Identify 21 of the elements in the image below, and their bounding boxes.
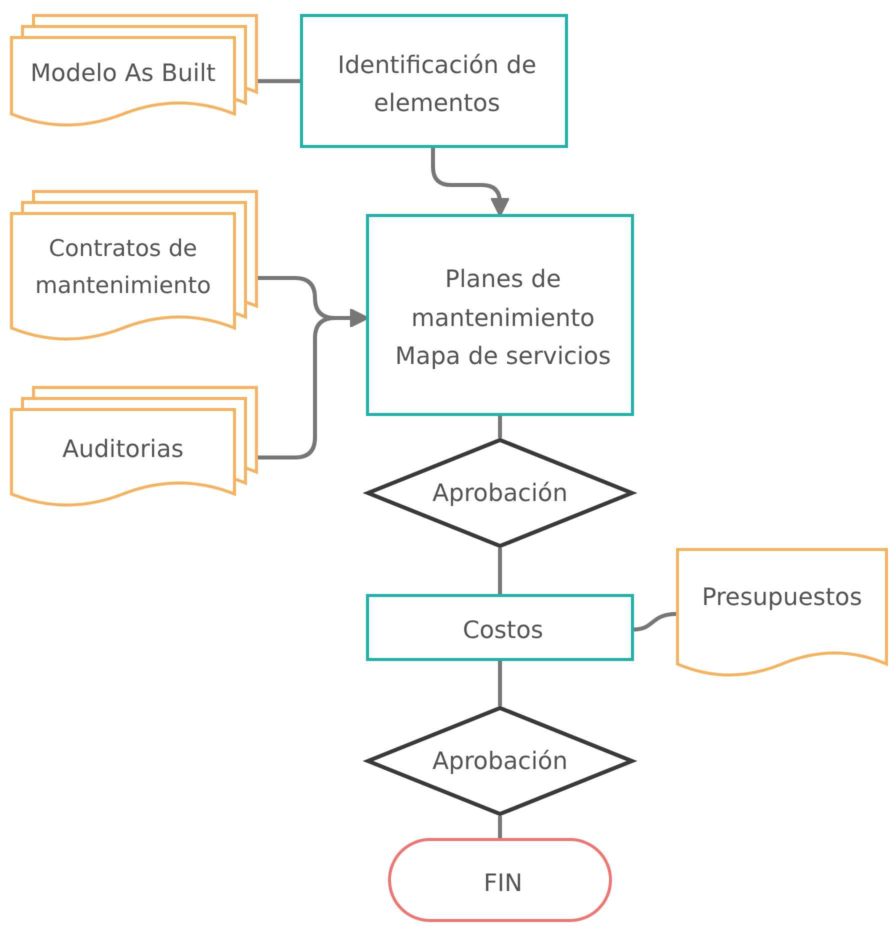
connector-line	[498, 416, 502, 438]
arrow	[431, 148, 510, 217]
process-box	[366, 594, 634, 661]
node-label: Costos	[462, 615, 544, 646]
process-box	[366, 214, 634, 416]
node-label: Identificación de elementos	[336, 50, 538, 119]
node-label: Aprobación	[432, 746, 568, 777]
node-label: Contratos de mantenimiento	[34, 235, 212, 301]
node-label: Mapa de servicios	[395, 341, 611, 372]
node-label: Auditorias	[62, 434, 184, 465]
connector-line	[258, 79, 300, 84]
node-label: Modelo As Built	[30, 58, 216, 89]
node-label: Presupuestos	[702, 582, 862, 613]
node-label: FIN	[484, 868, 522, 899]
connector-line	[498, 661, 502, 706]
connector-line	[498, 816, 502, 838]
connector-line	[498, 548, 502, 594]
connector-line	[634, 612, 676, 632]
process-box	[300, 14, 568, 148]
node-label: Aprobación	[432, 478, 568, 509]
node-label: Planes de mantenimiento	[410, 264, 596, 334]
